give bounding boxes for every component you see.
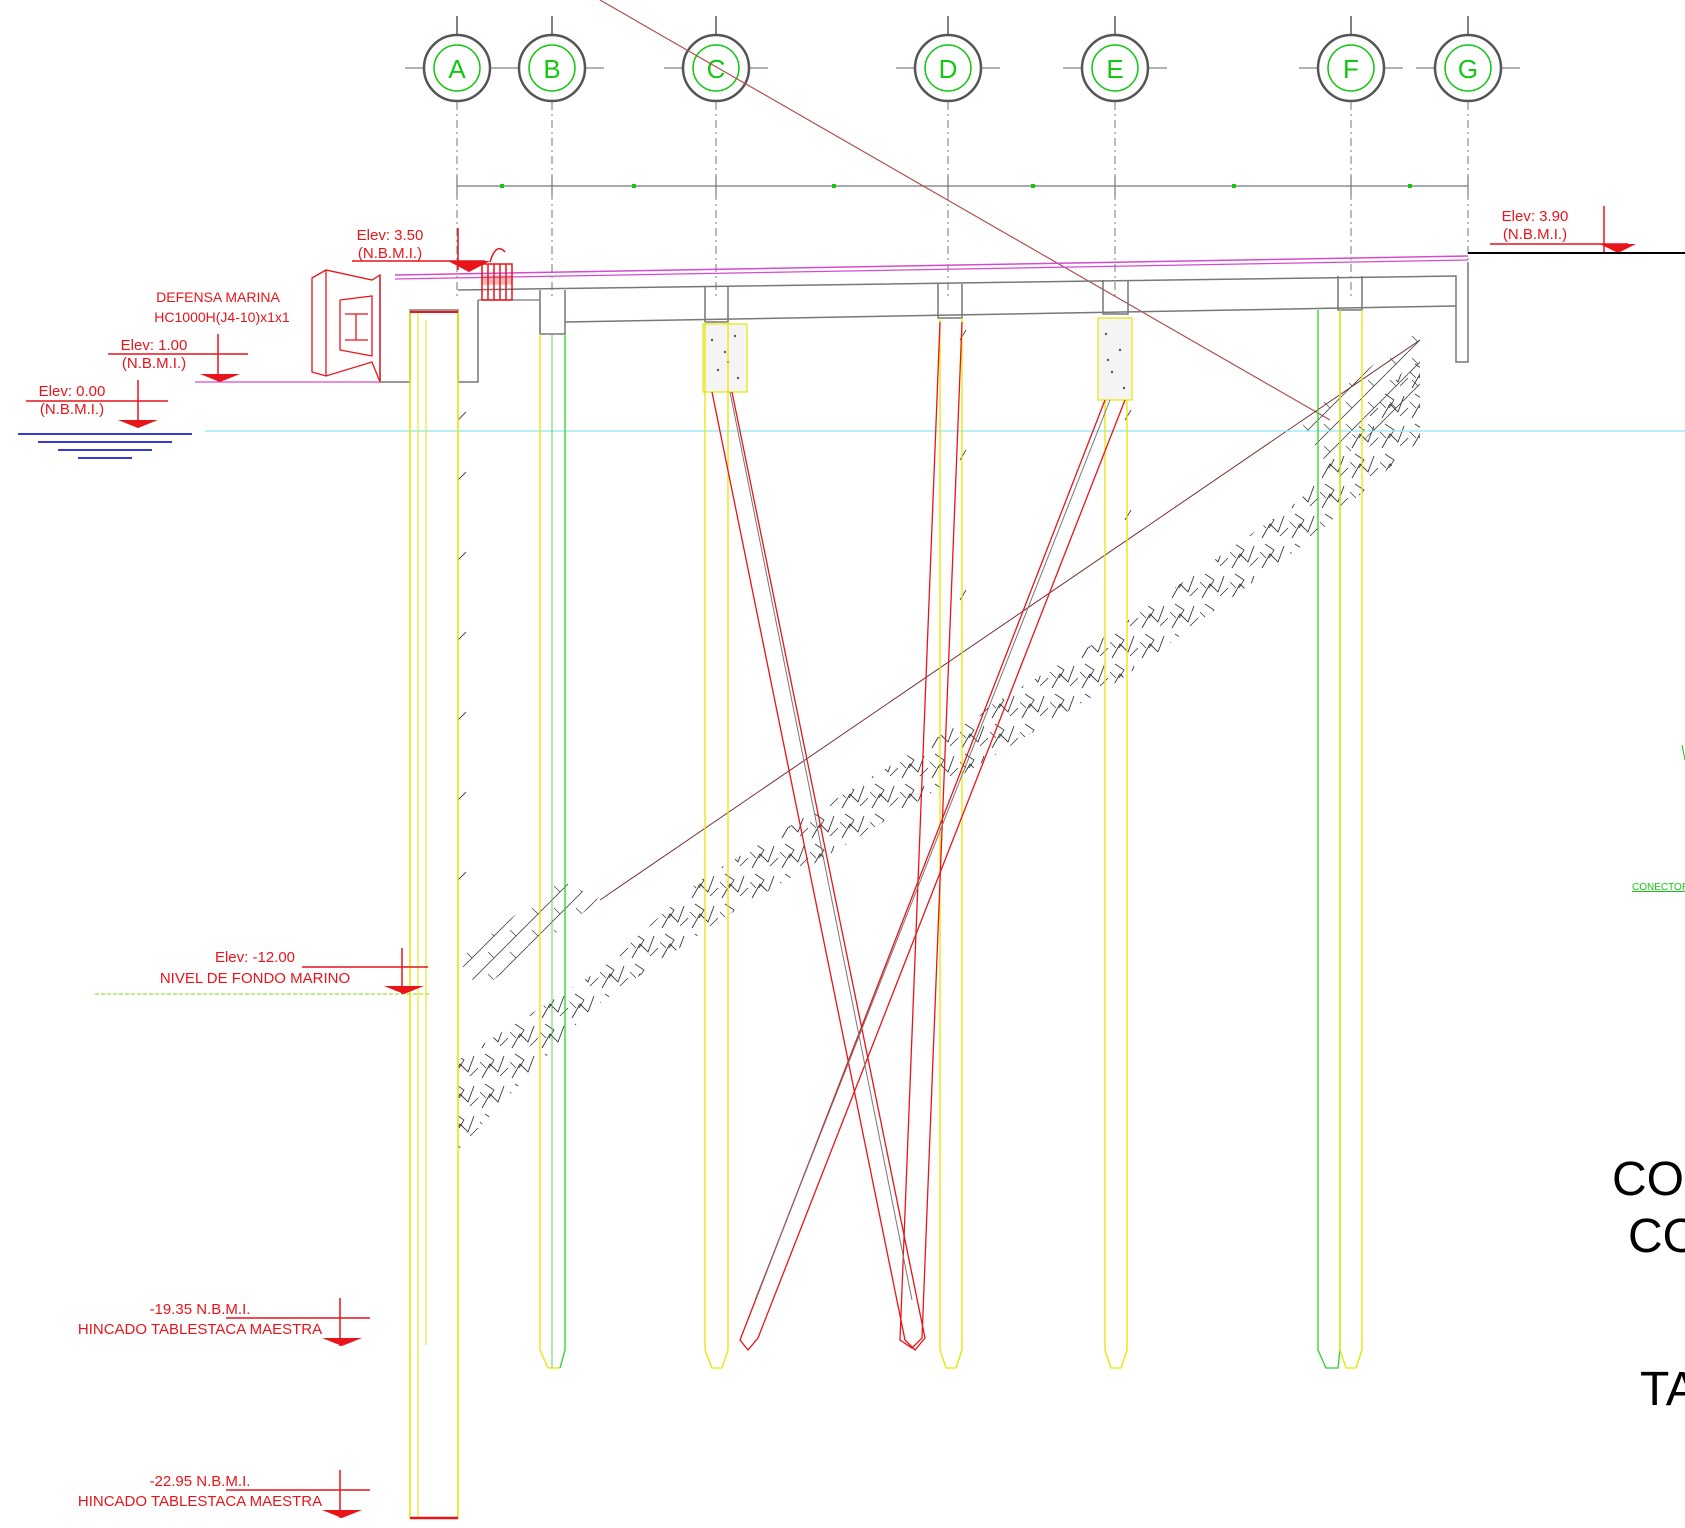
master-sheet-pile — [409, 311, 459, 1520]
seabed-line1: Elev: -12.00 — [215, 949, 295, 966]
elev-350-line1: Elev: 3.50 — [357, 227, 424, 244]
elev-390-line2: (N.B.M.I.) — [1503, 226, 1567, 243]
elev-100-line2: (N.B.M.I.) — [122, 355, 186, 372]
connector-note: CONECTOR — [1632, 882, 1685, 893]
pile-1935-line2: HINCADO TABLESTACA MAESTRA — [78, 1321, 322, 1338]
fender-label-line1: DEFENSA MARINA — [156, 289, 280, 305]
bollard-chain — [481, 247, 513, 301]
axis-label-e: E — [1106, 54, 1123, 84]
axis-label-a: A — [448, 54, 466, 84]
axis-label-f: F — [1343, 54, 1359, 84]
pile-axis-e — [1104, 400, 1128, 1369]
pile-axis-d — [939, 318, 963, 1369]
rock-embankment — [458, 0, 1421, 1150]
axis-bubble-b: B — [500, 33, 604, 103]
pile-axis-c — [704, 322, 729, 1369]
fender-label-line2: HC1000H(J4-10)x1x1 — [154, 309, 290, 325]
pile-1935-line1: -19.35 N.B.M.I. — [150, 1301, 251, 1318]
elev-marker-2295: -22.95 N.B.M.I. HINCADO TABLESTACA MAEST… — [78, 1470, 370, 1518]
inclined-pile-inner — [729, 391, 1111, 1301]
title-line1: CO — [1612, 1153, 1684, 1206]
axis-label-c: C — [707, 54, 726, 84]
title-line2: CO — [1628, 1210, 1685, 1263]
axis-bubble-e: E — [1063, 33, 1167, 103]
elev-390-line1: Elev: 3.90 — [1502, 208, 1569, 225]
axis-bubble-d: D — [896, 33, 1000, 103]
dimension-line — [456, 176, 1469, 196]
axis-bubble-f: F — [1299, 33, 1403, 103]
elev-000-line1: Elev: 0.00 — [39, 383, 106, 400]
elev-100-line1: Elev: 1.00 — [121, 337, 188, 354]
elev-marker-seabed: Elev: -12.00 NIVEL DE FONDO MARINO — [160, 948, 428, 994]
elev-marker-000: Elev: 0.00 (N.B.M.I.) — [26, 380, 168, 428]
fender-label: DEFENSA MARINA HC1000H(J4-10)x1x1 — [154, 289, 290, 325]
dimension-ticks — [500, 184, 1412, 188]
pile-axis-b — [539, 334, 566, 1369]
pier-deck — [379, 255, 1469, 401]
axis-label-g: G — [1458, 54, 1478, 84]
axis-label-d: D — [939, 54, 958, 84]
axis-bubble-c: C — [664, 33, 768, 103]
marine-fender — [311, 269, 381, 383]
soil-ticks — [457, 329, 1132, 881]
pile-2295-line1: -22.95 N.B.M.I. — [150, 1473, 251, 1490]
elev-marker-350: Elev: 3.50 (N.B.M.I.) — [352, 227, 490, 272]
title-line3: TA — [1640, 1363, 1685, 1416]
axis-label-b: B — [543, 54, 560, 84]
elev-350-line2: (N.B.M.I.) — [358, 245, 422, 262]
axis-bubble-a: A — [405, 33, 510, 103]
title-block: CO CO TA — [1612, 1153, 1685, 1416]
water-level — [18, 430, 1685, 459]
axis-bubble-g: G — [1416, 33, 1520, 103]
elev-marker-100: Elev: 1.00 (N.B.M.I.) — [108, 334, 380, 383]
pile-2295-line2: HINCADO TABLESTACA MAESTRA — [78, 1493, 322, 1510]
elev-000-line2: (N.B.M.I.) — [40, 401, 104, 418]
seabed-line2: NIVEL DE FONDO MARINO — [160, 970, 350, 987]
inclined-piles — [711, 321, 1126, 1352]
concrete-dots — [710, 332, 1126, 390]
elev-marker-1935: -19.35 N.B.M.I. HINCADO TABLESTACA MAEST… — [78, 1298, 370, 1346]
elev-marker-390: Elev: 3.90 (N.B.M.I.) — [1468, 206, 1685, 254]
pile-axis-f — [1317, 310, 1363, 1369]
